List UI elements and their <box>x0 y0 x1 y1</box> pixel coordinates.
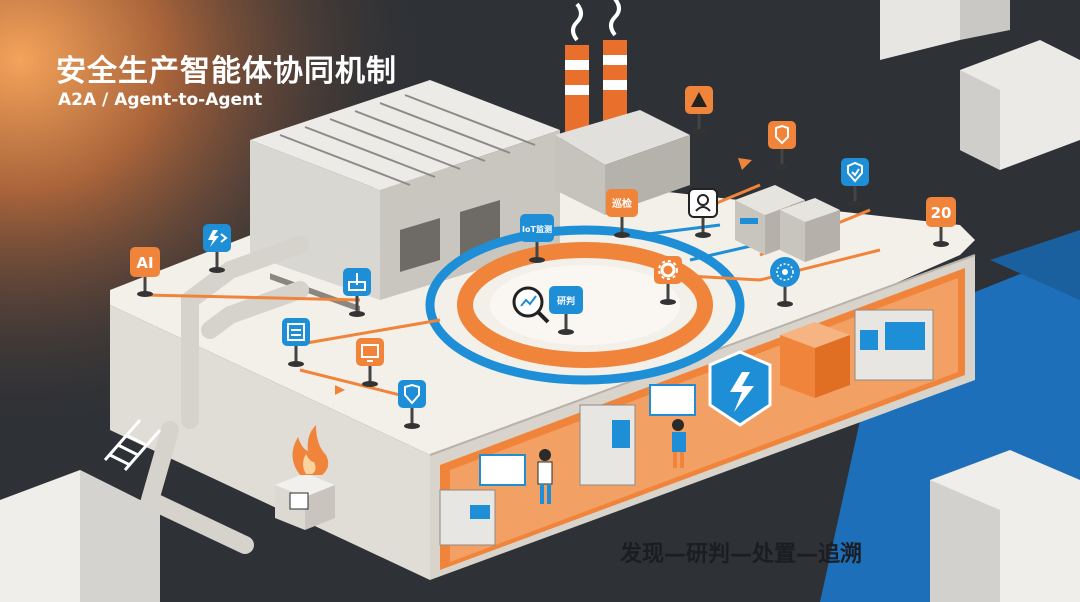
power-plant <box>555 0 690 215</box>
burner-unit <box>275 473 335 530</box>
shield-badge-icon <box>775 124 789 145</box>
worker-figure <box>672 419 686 468</box>
page-title: 安全生产智能体协同机制 <box>56 54 397 89</box>
analysis-agent-label: 研判 <box>557 295 575 307</box>
server-racks <box>735 185 840 262</box>
flame-icon <box>292 425 329 475</box>
gear-icon <box>658 260 678 280</box>
stairs <box>103 419 162 471</box>
agent-pin-user[interactable] <box>688 188 718 238</box>
agent-coordination-ring <box>425 225 745 385</box>
shield-check-icon <box>847 161 863 183</box>
monitor-agent-label: IoT监测 <box>522 224 552 234</box>
document-icon <box>287 323 305 341</box>
user-icon <box>695 194 711 212</box>
agent-pin-network[interactable] <box>770 257 800 307</box>
agent-pin-link[interactable] <box>203 224 231 273</box>
worker-figure <box>537 449 553 504</box>
counter-agent-label: 20 <box>931 204 952 222</box>
ai-agent-label: AI <box>136 254 153 272</box>
page-subtitle: A2A / Agent-to-Agent <box>58 90 263 110</box>
workflow-caption: 发现—研判—处置—追溯 <box>620 542 863 567</box>
network-icon <box>776 263 794 281</box>
water-shade <box>990 230 1080 300</box>
upload-box-icon <box>348 273 366 291</box>
agent-pin-monitor[interactable]: IoT监测 <box>520 214 554 263</box>
warning-icon <box>691 92 707 107</box>
agent-pin-warning[interactable] <box>685 86 713 135</box>
patrol-agent-label: 巡检 <box>612 197 632 210</box>
agent-pin-ai[interactable]: AI <box>130 247 160 297</box>
agent-pin-counter[interactable]: 20 <box>926 197 956 247</box>
direction-arrows <box>335 158 752 395</box>
agent-pin-upload[interactable] <box>343 268 371 317</box>
agent-pin-analysis[interactable]: 研判 <box>549 286 583 335</box>
agent-pin-gear[interactable] <box>654 256 682 305</box>
agent-pin-records[interactable]: 巡检 <box>606 189 638 238</box>
magnifier-icon <box>512 286 550 324</box>
terminal-icon <box>361 344 379 362</box>
lightning-link-icon <box>208 230 228 247</box>
shield-icon <box>404 383 420 405</box>
agent-pin-document[interactable] <box>282 318 310 367</box>
agent-pin-shield[interactable] <box>398 380 426 429</box>
agent-pin-verified[interactable] <box>841 158 869 207</box>
agent-pin-badge[interactable] <box>768 121 796 170</box>
agent-pin-dispatch[interactable] <box>356 338 384 387</box>
interior-equipment <box>439 309 934 546</box>
